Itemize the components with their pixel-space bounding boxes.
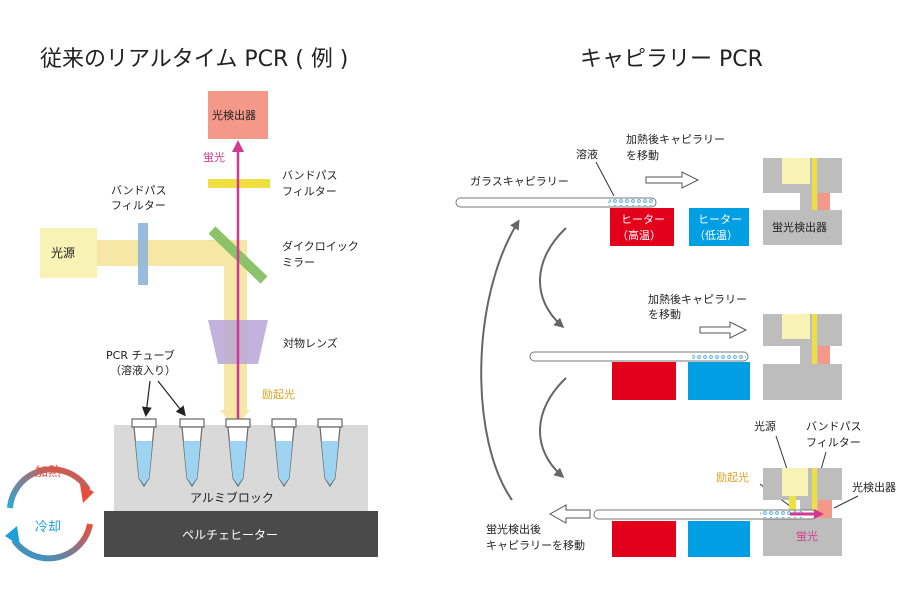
detector-unit-label: 蛍光検出器 [772, 220, 827, 234]
solution-row2 [692, 353, 746, 360]
solution-pointer-line [595, 161, 615, 197]
aluminum-block-label: アルミブロック [190, 490, 274, 505]
peltier-label: ペルチェヒーター [182, 528, 278, 542]
row3-detector-pointer [833, 495, 859, 509]
move2-label-line2: を移動 [648, 307, 681, 321]
dichroic-label-line2: ミラー [282, 256, 315, 269]
right-title: キャピラリー PCR [580, 47, 763, 72]
row3-bandpass-label-line2: フィルター [806, 436, 861, 449]
capillary-label: ガラスキャピラリー [470, 175, 569, 188]
fluorescence-label: 蛍光 [203, 150, 225, 164]
row3-excitation-label: 励起光 [716, 470, 749, 484]
move1-arrow [645, 171, 700, 189]
detector-unit-row2 [763, 314, 842, 400]
flow-arrow-row1-to-row2 [539, 227, 567, 328]
pcr-tube-label-line1: PCR チューブ [106, 348, 175, 362]
pcr-tube-label-line2: （溶液入り） [110, 363, 176, 377]
flow-arrow-return-to-row1 [480, 219, 520, 501]
detector-box [208, 91, 268, 139]
heater-low-label-line2: （低温） [694, 229, 738, 242]
tube-pointer-arrow-1 [141, 380, 152, 417]
light-source-label: 光源 [51, 246, 75, 260]
capillary-row1 [455, 197, 657, 208]
heater-high-row3 [612, 521, 676, 557]
tube-pointer-arrow-2 [157, 380, 186, 417]
pcr-tubes [131, 418, 343, 488]
move3-label-line1: 蛍光検出後 [486, 522, 541, 536]
heating-arrowhead [80, 484, 94, 503]
solution-row1 [608, 199, 654, 206]
light-source-box [40, 228, 97, 278]
solution-label: 溶液 [576, 147, 598, 161]
detector-label: 光検出器 [212, 108, 256, 122]
move3-label-line2: キャピラリーを移動 [486, 538, 585, 552]
pcr-tube [131, 418, 157, 488]
move1-label-line1: 加熱後キャピラリー [626, 132, 725, 146]
row3-bandpass-label-line1: バンドパス [806, 420, 862, 433]
heater-high-label-line2: （高温） [617, 228, 661, 242]
heater-low-row2 [688, 362, 750, 400]
heater-low-row1 [689, 208, 749, 246]
row3-detector-label: 光検出器 [852, 480, 896, 494]
move2-label-line1: 加熱後キャピラリー [648, 292, 747, 306]
move2-arrow [699, 321, 748, 339]
excitation-label: 励起光 [262, 387, 295, 401]
detector-unit-row1 [763, 158, 842, 245]
move1-label-line2: を移動 [626, 148, 659, 162]
top-bandpass-label-line2: フィルター [282, 185, 337, 198]
flow-arrow-row2-to-row3 [539, 377, 567, 478]
fluorescence-arrowhead [232, 140, 244, 152]
left-title: 従来のリアルタイム PCR ( 例 ) [40, 47, 348, 72]
row3-fluorescence-label: 蛍光 [796, 529, 818, 543]
cooling-arrowhead [5, 526, 20, 546]
heater-high-row1 [610, 208, 674, 246]
move3-arrow [548, 504, 591, 524]
objective-label: 対物レンズ [283, 336, 338, 350]
left-bandpass-label-line2: フィルター [111, 199, 166, 212]
left-bandpass-label-line1: バンドパス [111, 184, 167, 197]
heater-low-row3 [688, 521, 750, 557]
pcr-tube [225, 418, 251, 488]
dichroic-label-line1: ダイクロイック [282, 239, 359, 253]
row3-fluorescence-arrowhead [814, 509, 824, 519]
pcr-tube [317, 418, 343, 488]
pcr-tube [179, 418, 205, 488]
row3-light-source-label: 光源 [754, 419, 776, 433]
top-bandpass-label-line1: バンドパス [282, 169, 338, 182]
heater-low-label-line1: ヒーター [698, 213, 742, 226]
left-bandpass-filter [138, 223, 148, 285]
heater-high-row2 [612, 362, 676, 400]
cooling-cycle-arc [11, 523, 93, 562]
peltier-heater [104, 511, 378, 557]
cooling-label: 冷却 [35, 520, 61, 535]
heater-high-label-line1: ヒーター [621, 213, 665, 226]
pcr-tube [271, 418, 297, 488]
heating-label: 加熱 [35, 465, 61, 480]
heating-cycle-arc [7, 466, 91, 509]
